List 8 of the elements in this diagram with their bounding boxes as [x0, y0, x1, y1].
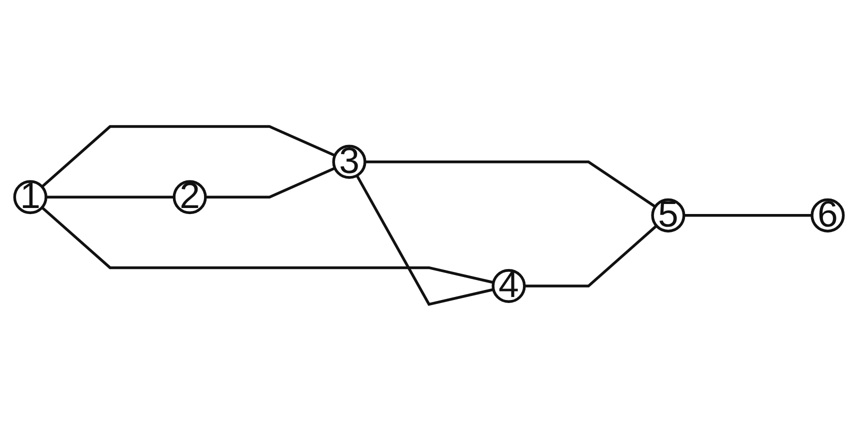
connector-line — [41, 125, 336, 188]
connector-line — [364, 160, 656, 208]
connector-line — [356, 174, 494, 306]
connector-line — [46, 196, 174, 198]
connector-line — [41, 206, 494, 284]
connector-line — [684, 214, 812, 217]
connector-line — [524, 224, 658, 288]
connector-line — [205, 166, 336, 198]
